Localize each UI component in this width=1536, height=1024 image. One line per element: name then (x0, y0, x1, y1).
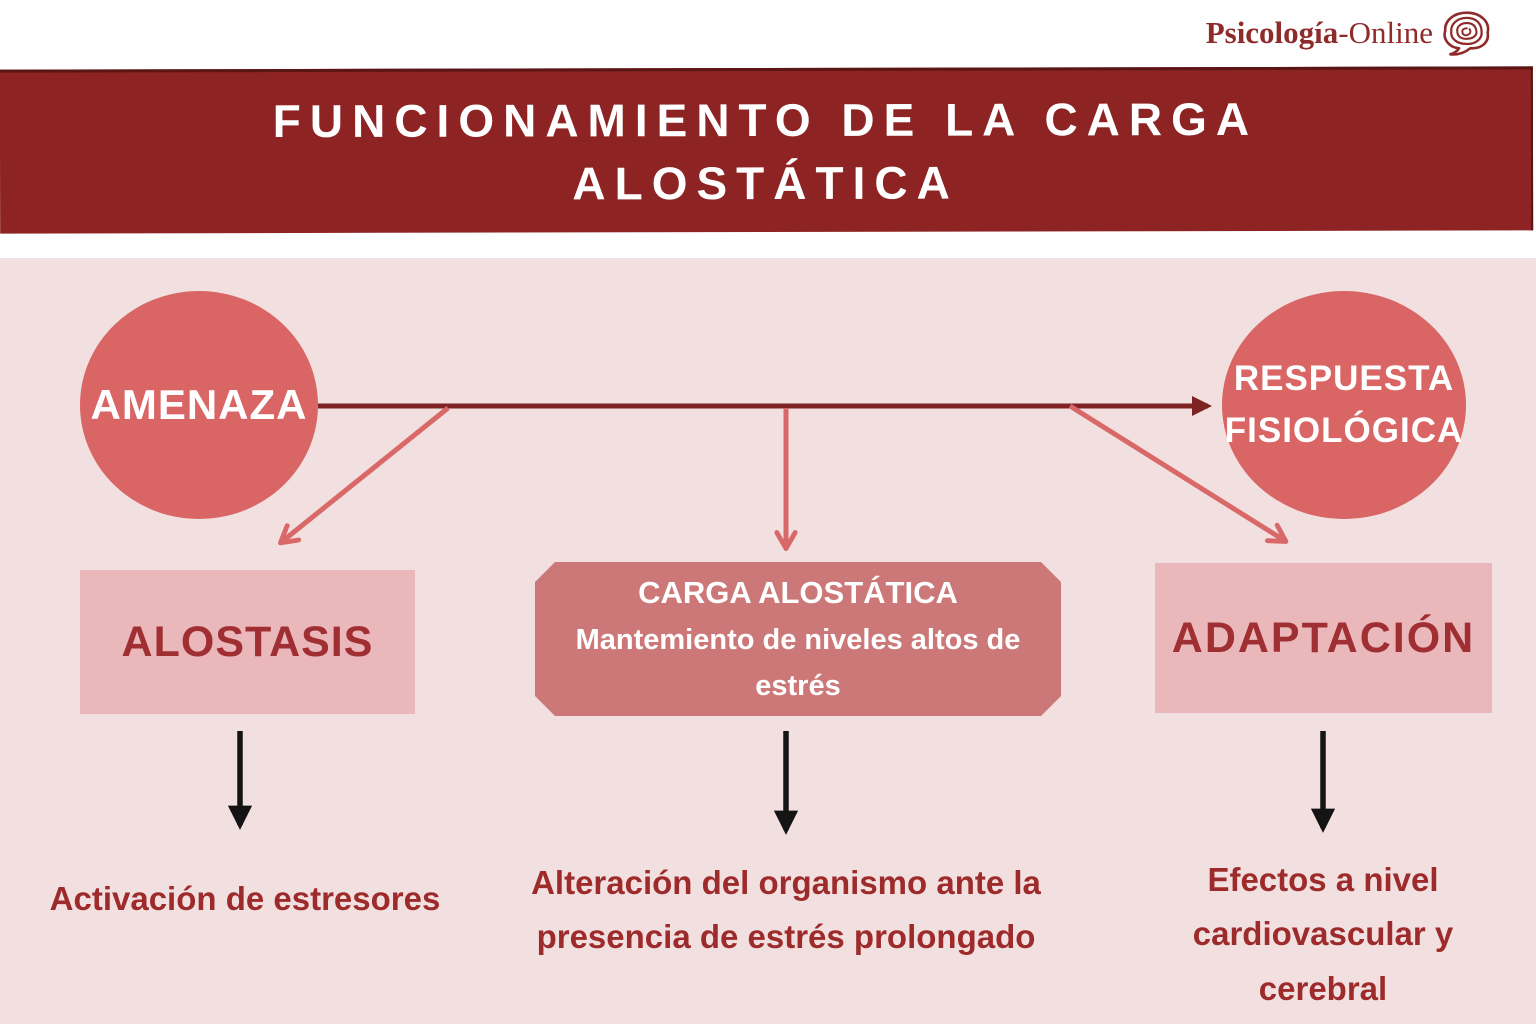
brain-logo-icon (1440, 10, 1492, 57)
title-banner: FUNCIONAMIENTO DE LA CARGA ALOSTÁTICA (0, 66, 1534, 234)
result-carga: Alteración del organismo ante la presenc… (531, 864, 1041, 956)
respuesta-circle: RESPUESTA FISIOLÓGICA (1222, 291, 1466, 519)
adaptacion-box: ADAPTACIÓN (1155, 563, 1492, 713)
alostasis-box: ALOSTASIS (80, 570, 415, 714)
result-alostasis: Activación de estresores (49, 880, 441, 917)
carga-box: CARGA ALOSTÁTICA Mantemiento de niveles … (535, 562, 1061, 716)
brand-logo: Psicología-Online (1206, 8, 1492, 58)
result-adaptacion: Efectos a nivel cardiovascular y cerebra… (1192, 861, 1454, 1007)
carga-title: CARGA ALOSTÁTICA (638, 574, 958, 610)
alostasis-label: ALOSTASIS (121, 617, 374, 666)
adaptacion-label: ADAPTACIÓN (1171, 613, 1476, 662)
carga-subtitle: Mantemiento de niveles altos de estrés (575, 623, 1021, 703)
amenaza-circle: AMENAZA (80, 291, 318, 519)
respuesta-label: RESPUESTA FISIOLÓGICA (1224, 358, 1464, 451)
brand-name-regular: -Online (1338, 15, 1433, 50)
page-title: FUNCIONAMIENTO DE LA CARGA ALOSTÁTICA (272, 93, 1259, 209)
brand-name-bold: Psicología (1205, 15, 1339, 50)
amenaza-label: AMENAZA (90, 381, 308, 428)
brand-name: Psicología-Online (1206, 15, 1433, 51)
